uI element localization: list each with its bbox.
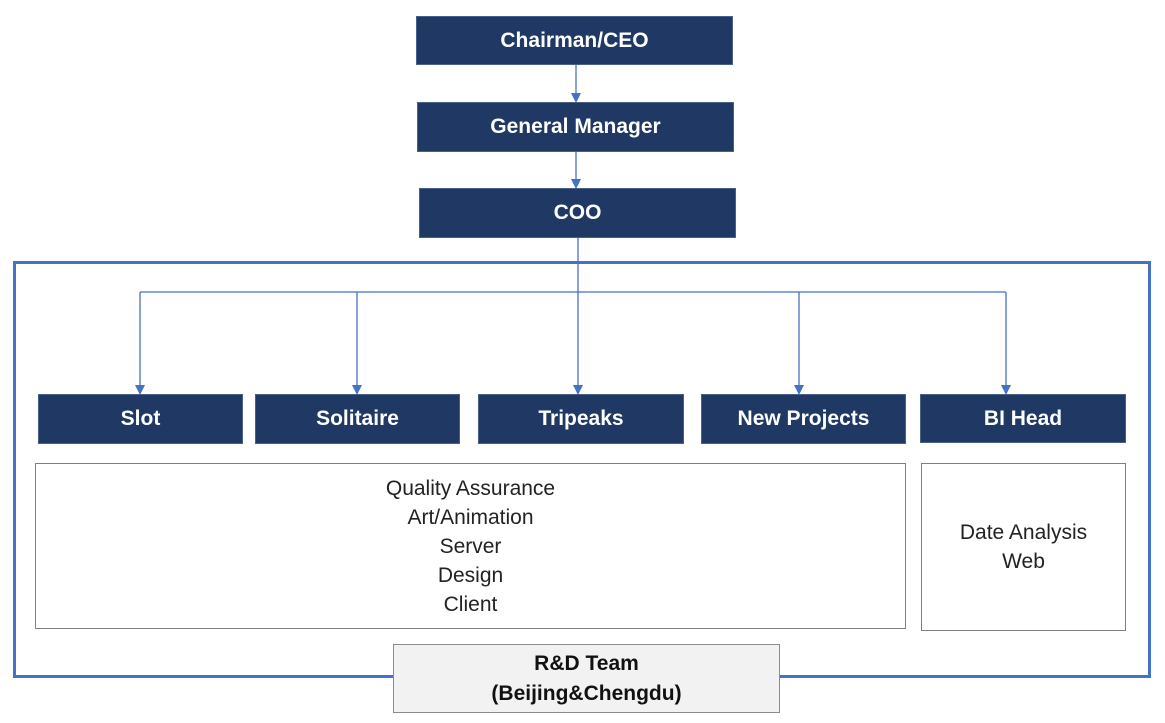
node-bi-head-label: BI Head (983, 406, 1063, 430)
node-new-projects: New Projects (701, 394, 906, 444)
node-slot-label: Slot (120, 407, 161, 430)
node-chairman-ceo: Chairman/CEO (416, 16, 733, 65)
node-solitaire-label: Solitaire (316, 407, 399, 430)
node-new-projects-label: New Projects (737, 407, 870, 430)
node-solitaire: Solitaire (255, 394, 460, 444)
function-item: Client (443, 592, 498, 616)
shared-functions-box: Quality Assurance Art/Animation Server D… (35, 463, 906, 629)
node-tripeaks-label: Tripeaks (538, 407, 624, 430)
rd-team-label: R&D Team (Beijing&Chengdu) (393, 644, 780, 713)
node-tripeaks: Tripeaks (478, 394, 684, 444)
bi-function-item: Web (1002, 550, 1045, 573)
rd-team-title: R&D Team (534, 651, 639, 675)
function-item: Art/Animation (407, 505, 534, 529)
function-item: Server (439, 534, 502, 558)
node-coo: COO (419, 188, 736, 238)
node-chairman-ceo-label: Chairman/CEO (500, 28, 649, 52)
node-slot: Slot (38, 394, 243, 444)
function-item: Quality Assurance (385, 476, 556, 500)
node-bi-head: BI Head (920, 394, 1126, 443)
bi-function-item: Date Analysis (959, 521, 1088, 544)
node-general-manager-label: General Manager (490, 115, 661, 138)
bi-functions-box: Date Analysis Web (921, 463, 1126, 631)
function-item: Design (437, 563, 504, 587)
rd-team-location: (Beijing&Chengdu) (491, 681, 682, 705)
node-general-manager: General Manager (417, 102, 734, 152)
node-coo-label: COO (553, 201, 602, 224)
